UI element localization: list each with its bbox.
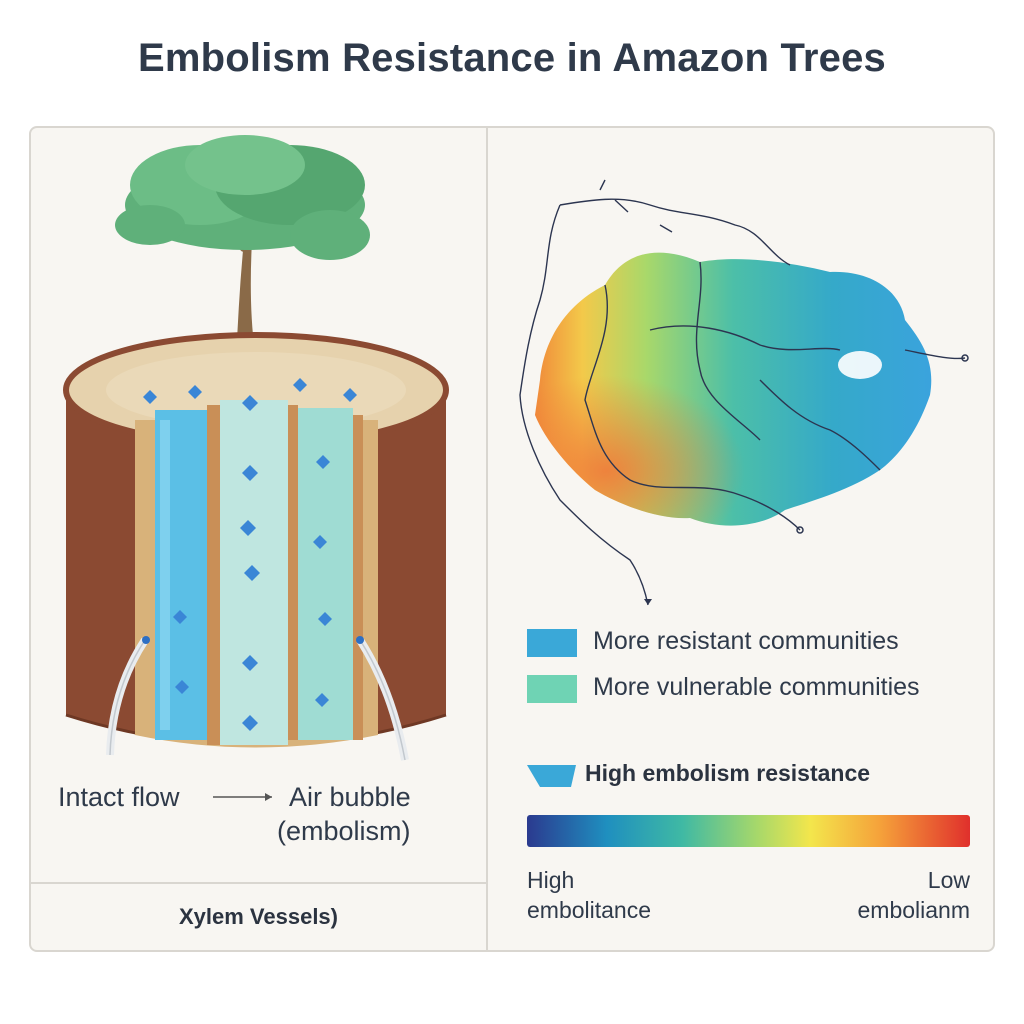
scale-title: High embolism resistance xyxy=(585,760,871,786)
legend-label-resistant: More resistant communities xyxy=(593,627,899,655)
legend-label-vulnerable: More vulnerable communities xyxy=(593,673,920,701)
legend-swatch-vulnerable xyxy=(527,675,577,703)
tree-icon xyxy=(115,135,370,360)
air-bubble-label: Air bubble xyxy=(289,782,411,812)
map-borders xyxy=(519,179,966,606)
legend-swatch-resistant xyxy=(527,629,577,657)
xylem-caption: Xylem Vessels) xyxy=(178,904,338,929)
page-title: Embolism Resistance in Amazon Trees xyxy=(138,36,886,80)
scale-label-low: Low embolianm xyxy=(760,865,971,925)
scale-label-high-line2: embolitance xyxy=(527,897,652,923)
scale-flag-icon xyxy=(527,765,576,787)
intact-flow-label: Intact flow xyxy=(58,782,180,812)
scale-label-high-line1: High xyxy=(527,867,575,893)
scale-label-high: High embolitance xyxy=(527,865,651,925)
panel-divider xyxy=(486,128,488,950)
flow-markers xyxy=(143,378,357,731)
footer-divider xyxy=(31,882,486,884)
embolism-label: (embolism) xyxy=(277,816,411,846)
scale-label-low-line1: Low xyxy=(927,867,970,893)
scale-label-low-line2: embolianm xyxy=(857,897,971,923)
color-scale-bar xyxy=(527,815,970,847)
